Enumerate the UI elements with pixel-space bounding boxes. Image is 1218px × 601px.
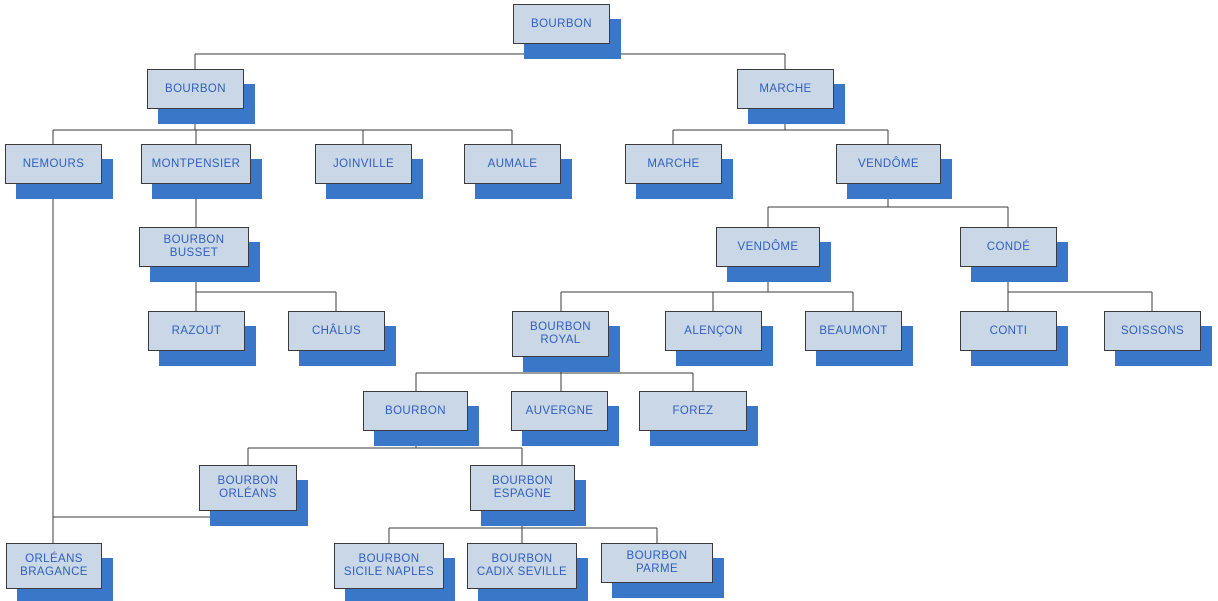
node-label: MARCHE [647, 157, 700, 170]
node-forez[interactable]: FOREZ [639, 391, 747, 431]
node-joinville[interactable]: JOINVILLE [315, 144, 412, 184]
node-label: MONTPENSIER [151, 157, 241, 170]
node-label: BOURBON ROYAL [530, 321, 591, 346]
node-bourbon[interactable]: BOURBON [147, 69, 244, 109]
node-label: BOURBON ESPAGNE [492, 475, 553, 500]
node-aumale[interactable]: AUMALE [464, 144, 561, 184]
node-nemours[interactable]: NEMOURS [5, 144, 102, 184]
node-bourbon-parme[interactable]: BOURBON PARME [601, 543, 713, 583]
node-conti[interactable]: CONTI [960, 311, 1057, 351]
node-marche[interactable]: MARCHE [625, 144, 722, 184]
node-label: ORLÉANS BRAGANCE [20, 553, 88, 578]
node-marche[interactable]: MARCHE [737, 69, 834, 109]
node-vend-me[interactable]: VENDÔME [836, 144, 941, 184]
node-label: BOURBON BUSSET [163, 234, 225, 259]
node-label: NEMOURS [22, 157, 85, 170]
node-bourbon-orl-ans[interactable]: BOURBON ORLÉANS [199, 465, 297, 511]
node-label: BOURBON [165, 82, 226, 95]
node-label: CHÂLUS [311, 324, 362, 337]
node-bourbon-busset[interactable]: BOURBON BUSSET [139, 227, 249, 267]
node-razout[interactable]: RAZOUT [148, 311, 245, 351]
node-label: BOURBON SICILE NAPLES [343, 553, 435, 578]
node-label: BOURBON [385, 404, 446, 417]
node-bourbon-espagne[interactable]: BOURBON ESPAGNE [470, 465, 575, 511]
node-label: CONTI [989, 324, 1028, 337]
node-ch-lus[interactable]: CHÂLUS [288, 311, 385, 351]
node-label: VENDÔME [858, 157, 919, 170]
node-label: SOISSONS [1120, 324, 1185, 337]
node-beaumont[interactable]: BEAUMONT [805, 311, 902, 351]
node-label: JOINVILLE [332, 157, 395, 170]
node-bourbon-sicile-naples[interactable]: BOURBON SICILE NAPLES [334, 543, 444, 589]
node-label: RAZOUT [171, 324, 222, 337]
node-bourbon[interactable]: BOURBON [513, 4, 610, 44]
node-bourbon-royal[interactable]: BOURBON ROYAL [512, 311, 609, 357]
node-soissons[interactable]: SOISSONS [1104, 311, 1201, 351]
node-label: BOURBON ORLÉANS [217, 475, 279, 500]
node-vend-me[interactable]: VENDÔME [716, 227, 820, 267]
node-bourbon[interactable]: BOURBON [363, 391, 468, 431]
node-label: FOREZ [672, 404, 714, 417]
node-alen-on[interactable]: ALENÇON [665, 311, 762, 351]
node-orl-ans-bragance[interactable]: ORLÉANS BRAGANCE [6, 543, 102, 589]
node-label: ALENÇON [684, 324, 743, 337]
node-montpensier[interactable]: MONTPENSIER [141, 144, 251, 184]
node-label: CONDÉ [986, 240, 1031, 253]
node-label: BOURBON CADIX SEVILLE [476, 553, 568, 578]
node-label: AUVERGNE [525, 404, 594, 417]
node-label: MARCHE [759, 82, 812, 95]
node-cond[interactable]: CONDÉ [960, 227, 1057, 267]
node-bourbon-cadix-seville[interactable]: BOURBON CADIX SEVILLE [467, 543, 577, 589]
node-label: BOURBON [531, 17, 592, 30]
node-label: BOURBON PARME [626, 550, 688, 575]
node-label: AUMALE [487, 157, 538, 170]
node-label: VENDÔME [737, 240, 799, 253]
node-label: BEAUMONT [819, 324, 888, 337]
node-auvergne[interactable]: AUVERGNE [511, 391, 608, 431]
